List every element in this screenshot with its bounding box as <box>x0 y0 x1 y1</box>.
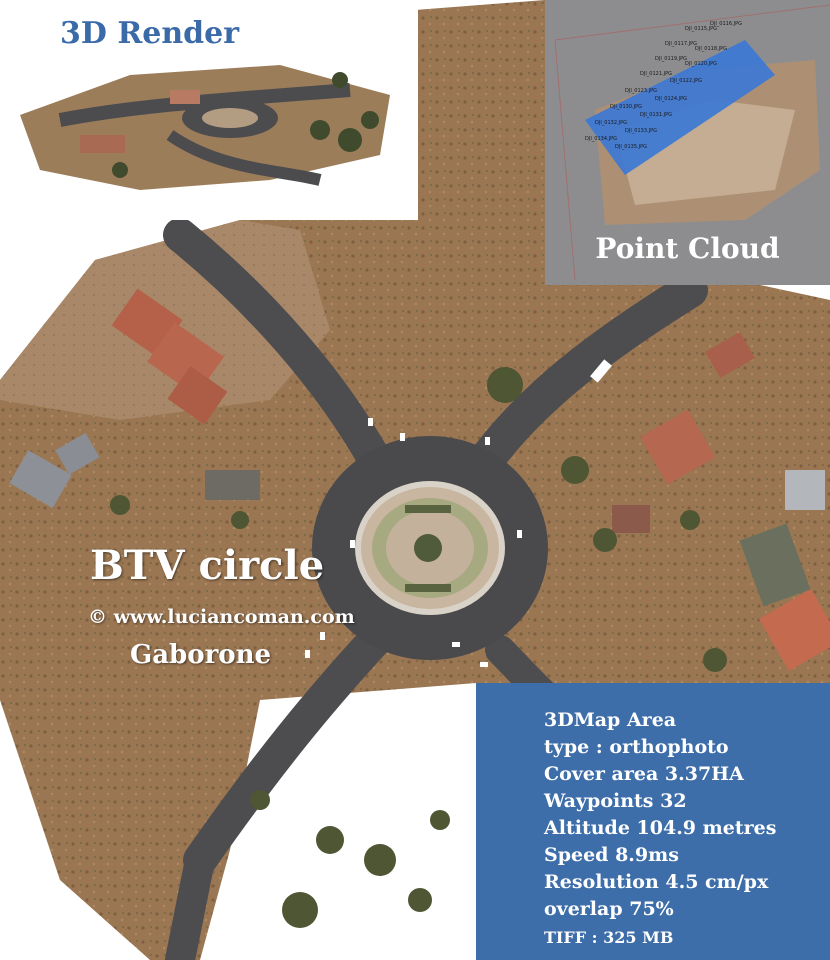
render-title: 3D Render <box>60 16 240 51</box>
point-cloud-image: DJI_0115.JPG DJI_0116.JPG DJI_0117.JPG D… <box>554 4 830 281</box>
camera-label: DJI_0135.JPG <box>615 144 647 150</box>
city-label: Gaborone <box>130 640 272 670</box>
buildings-right <box>612 332 830 671</box>
render-model-image <box>20 65 390 190</box>
camera-label: DJI_0123.JPG <box>625 88 657 94</box>
trees <box>110 367 727 928</box>
camera-label: DJI_0117.JPG <box>665 41 697 47</box>
info-line-waypoints: Waypoints 32 <box>544 790 687 812</box>
camera-label: DJI_0121.JPG <box>640 71 672 77</box>
camera-label: DJI_0130.JPG <box>610 104 642 110</box>
camera-label: DJI_0119.JPG <box>655 56 687 62</box>
camera-label: DJI_0115.JPG <box>685 26 717 32</box>
map-info-list: 3DMap Area type : orthophoto Cover area … <box>544 707 776 953</box>
road-network <box>163 218 708 960</box>
camera-labels: DJI_0115.JPG DJI_0116.JPG DJI_0117.JPG D… <box>585 21 742 150</box>
render-panel: 3D Render <box>0 0 418 220</box>
camera-label: DJI_0134.JPG <box>585 136 617 142</box>
info-line-overlap: overlap 75% <box>544 898 674 920</box>
camera-label: DJI_0124.JPG <box>655 96 687 102</box>
info-line-tiff: TIFF : 325 MB <box>544 928 674 947</box>
camera-label: DJI_0131.JPG <box>640 112 672 118</box>
info-line-speed: Speed 8.9ms <box>544 844 679 866</box>
camera-label: DJI_0116.JPG <box>710 21 742 27</box>
vehicles <box>305 359 612 667</box>
point-cloud-panel: DJI_0115.JPG DJI_0116.JPG DJI_0117.JPG D… <box>545 0 830 285</box>
map-title: BTV circle <box>90 542 325 589</box>
map-info-panel: 3DMap Area type : orthophoto Cover area … <box>476 683 830 960</box>
point-cloud-title: Point Cloud <box>595 232 780 265</box>
info-line-type: type : orthophoto <box>544 736 729 758</box>
copyright-text: © www.luciancoman.com <box>88 606 355 628</box>
buildings-left <box>9 288 260 509</box>
camera-label: DJI_0118.JPG <box>695 46 727 52</box>
camera-label: DJI_0133.JPG <box>625 128 657 134</box>
camera-label: DJI_0132.JPG <box>595 120 627 126</box>
camera-label: DJI_0122.JPG <box>670 78 702 84</box>
info-line-cover-area: Cover area 3.37HA <box>544 763 744 785</box>
info-line-altitude: Altitude 104.9 metres <box>544 817 777 839</box>
camera-label: DJI_0120.JPG <box>685 61 717 67</box>
roundabout <box>312 436 548 660</box>
info-line-resolution: Resolution 4.5 cm/px <box>544 871 769 893</box>
info-line-area: 3DMap Area <box>544 709 677 731</box>
